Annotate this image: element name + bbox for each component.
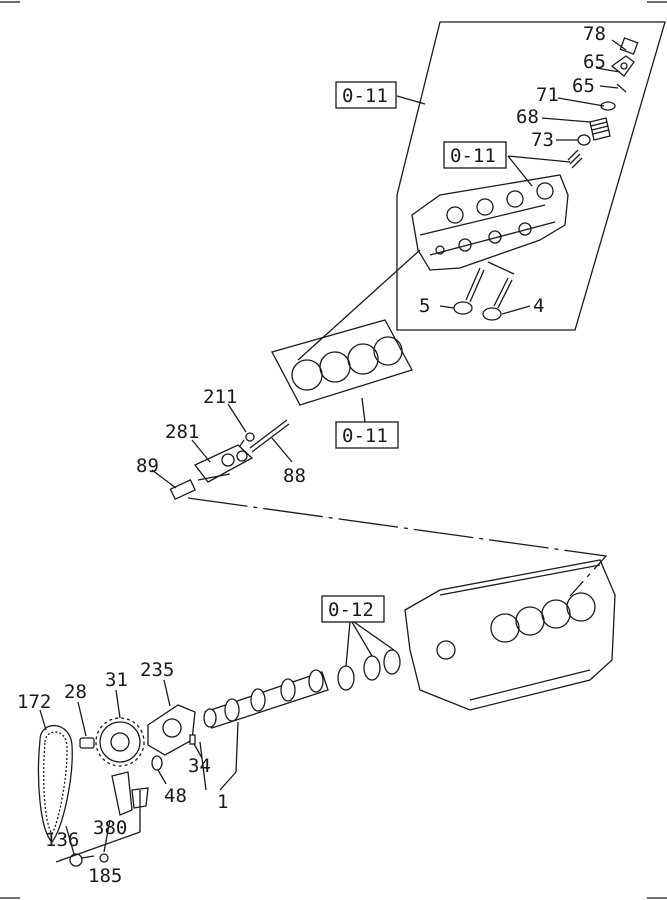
- exhaust-valve: [482, 277, 513, 321]
- callout-88: 88: [283, 465, 306, 487]
- callout-172: 172: [17, 691, 51, 713]
- camshaft-sprocket: [95, 717, 145, 767]
- hydraulic-lifter: [169, 479, 196, 501]
- callout-281: 281: [165, 421, 199, 443]
- svg-text:0-11: 0-11: [450, 145, 496, 167]
- callout-68: 68: [516, 106, 539, 128]
- reference-box-4: 0-12: [321, 595, 385, 623]
- valve-spring: [589, 117, 611, 141]
- rocker-arm: [610, 37, 639, 93]
- sprocket-bolt: [79, 737, 95, 749]
- camshaft-bearings: [337, 649, 401, 691]
- callout-89: 89: [136, 455, 159, 477]
- valve-seal: [577, 134, 591, 146]
- callout-211: 211: [203, 386, 237, 408]
- tensioner-bolt: [69, 853, 95, 867]
- camshaft-retainer-plate: [147, 704, 196, 756]
- callout-235: 235: [140, 659, 174, 681]
- callout-1: 1: [217, 791, 228, 813]
- callout-71: 71: [536, 84, 559, 106]
- guide-bolt: [239, 432, 255, 447]
- callout-73: 73: [531, 129, 554, 151]
- tensioner-washer: [99, 853, 109, 863]
- callout-31: 31: [105, 669, 128, 691]
- intake-valve: [453, 267, 485, 315]
- svg-text:0-11: 0-11: [342, 425, 388, 447]
- callout-4: 4: [533, 295, 544, 317]
- lifter-guide: [193, 444, 254, 483]
- leader-lines: [39, 39, 627, 863]
- camshaft: [203, 669, 329, 729]
- callout-136: 136: [45, 829, 79, 851]
- cylinder-head-group-outline: [396, 21, 666, 331]
- reference-box-2: 0-11: [443, 141, 507, 169]
- cylinder-head: [411, 174, 569, 271]
- callout-5: 5: [419, 295, 430, 317]
- push-rod: [249, 419, 290, 453]
- callout-185: 185: [88, 865, 122, 887]
- head-gasket: [271, 319, 413, 406]
- retainer-bolt: [151, 755, 163, 771]
- timing-chain: [37, 724, 73, 843]
- svg-text:0-11: 0-11: [342, 85, 388, 107]
- callout-380: 380: [93, 817, 127, 839]
- callout-48: 48: [164, 785, 187, 807]
- callout-34: 34: [188, 755, 211, 777]
- callout-65a: 65: [583, 51, 606, 73]
- cylinder-block: [404, 559, 616, 711]
- dowel-pin: [189, 734, 196, 745]
- callout-28: 28: [64, 681, 87, 703]
- reference-box-1: 0-11: [335, 81, 397, 109]
- spring-seat: [567, 149, 583, 169]
- svg-text:0-12: 0-12: [328, 599, 374, 621]
- chain-tensioner: [111, 771, 149, 816]
- callout-65b: 65: [572, 75, 595, 97]
- callout-78: 78: [583, 23, 606, 45]
- reference-box-3: 0-11: [335, 421, 399, 449]
